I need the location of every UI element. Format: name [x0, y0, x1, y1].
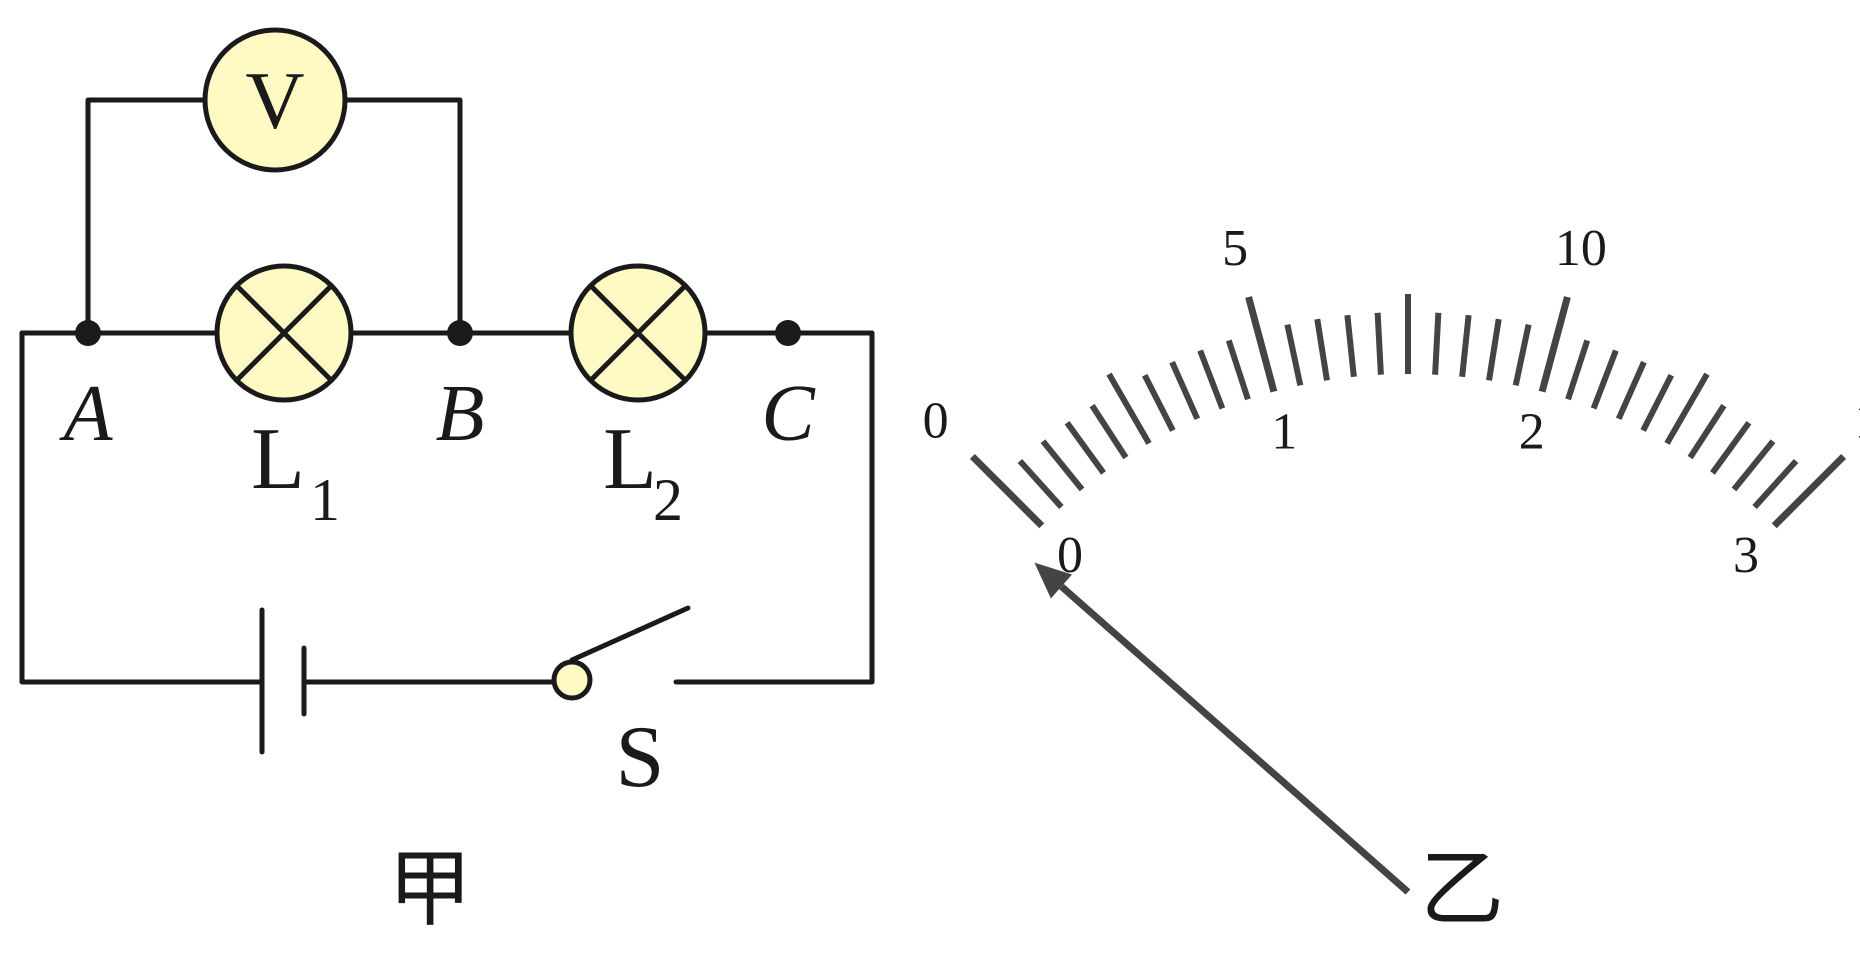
voltmeter-symbol: V [245, 55, 304, 146]
dial-tick-24 [1640, 373, 1674, 432]
dial-tick-6 [1142, 373, 1176, 432]
dial-tick-29 [1752, 458, 1799, 510]
dial-tick-16 [1432, 312, 1442, 375]
dial-tick-9 [1225, 339, 1251, 401]
node-b-label: B [436, 370, 485, 458]
circuit-diagram: V A B C L 1 L 2 [19, 27, 875, 937]
dial-tick-21 [1565, 339, 1591, 401]
voltmeter: V [202, 27, 348, 173]
dial-tick-19 [1512, 324, 1532, 386]
dial-tick-25 [1664, 372, 1710, 445]
lamp-l1-subscript: 1 [310, 467, 340, 533]
dial-inner-label-3: 3 [1733, 527, 1759, 584]
dial-tick-13 [1344, 314, 1357, 378]
dial-tick-5 [1106, 372, 1152, 445]
dial-tick-12 [1314, 318, 1330, 381]
dial-tick-marks [969, 294, 1847, 529]
switch-label: S [616, 709, 665, 806]
dial-tick-18 [1486, 318, 1502, 381]
dial-tick-2 [1040, 439, 1085, 492]
lamp-l2-label: L [603, 411, 657, 508]
dial-tick-17 [1459, 314, 1472, 378]
wire-voltmeter-left [85, 97, 208, 336]
dial-tick-26 [1687, 403, 1727, 460]
node-c-dot [775, 320, 801, 346]
dial-tick-3 [1064, 421, 1106, 475]
lamp-l2 [568, 263, 708, 403]
dial-pointer [1034, 562, 1411, 895]
dial-caption: 乙 [1420, 844, 1504, 937]
dial-tick-27 [1710, 421, 1752, 475]
node-a-label: A [59, 370, 114, 458]
meter-dial: 0 5 10 15 0 1 2 3 乙 [923, 220, 1860, 937]
dial-tick-11 [1284, 324, 1304, 386]
dial-tick-28 [1731, 439, 1776, 492]
battery [259, 607, 307, 755]
dial-outer-label-10: 10 [1555, 220, 1607, 277]
dial-tick-30 [1771, 453, 1847, 529]
dial-inner-label-1: 1 [1271, 403, 1297, 460]
circuit-caption: 甲 [388, 844, 472, 937]
dial-tick-7 [1169, 360, 1201, 421]
lamp-l2-subscript: 2 [653, 467, 683, 533]
dial-tick-0 [969, 453, 1045, 529]
lamp-l1 [214, 263, 354, 403]
node-c-label: C [761, 370, 816, 458]
dial-tick-23 [1615, 360, 1647, 421]
dial-tick-20 [1538, 296, 1571, 393]
dial-tick-22 [1590, 349, 1619, 410]
dial-tick-14 [1374, 312, 1384, 375]
wire-voltmeter-right [342, 97, 463, 336]
dial-inner-label-2: 2 [1519, 403, 1545, 460]
dial-outer-label-15: 15 [1854, 393, 1860, 450]
node-a-dot [75, 320, 101, 346]
dial-tick-1 [1017, 458, 1064, 510]
dial-outer-label-0: 0 [923, 393, 949, 450]
switch [551, 605, 691, 701]
wire-left-bottom [19, 330, 265, 685]
dial-tick-4 [1089, 403, 1129, 460]
dial-tick-8 [1197, 349, 1226, 410]
lamp-l1-label: L [251, 411, 305, 508]
node-b-dot [447, 320, 473, 346]
dial-outer-label-5: 5 [1222, 220, 1248, 277]
dial-tick-10 [1245, 296, 1278, 393]
